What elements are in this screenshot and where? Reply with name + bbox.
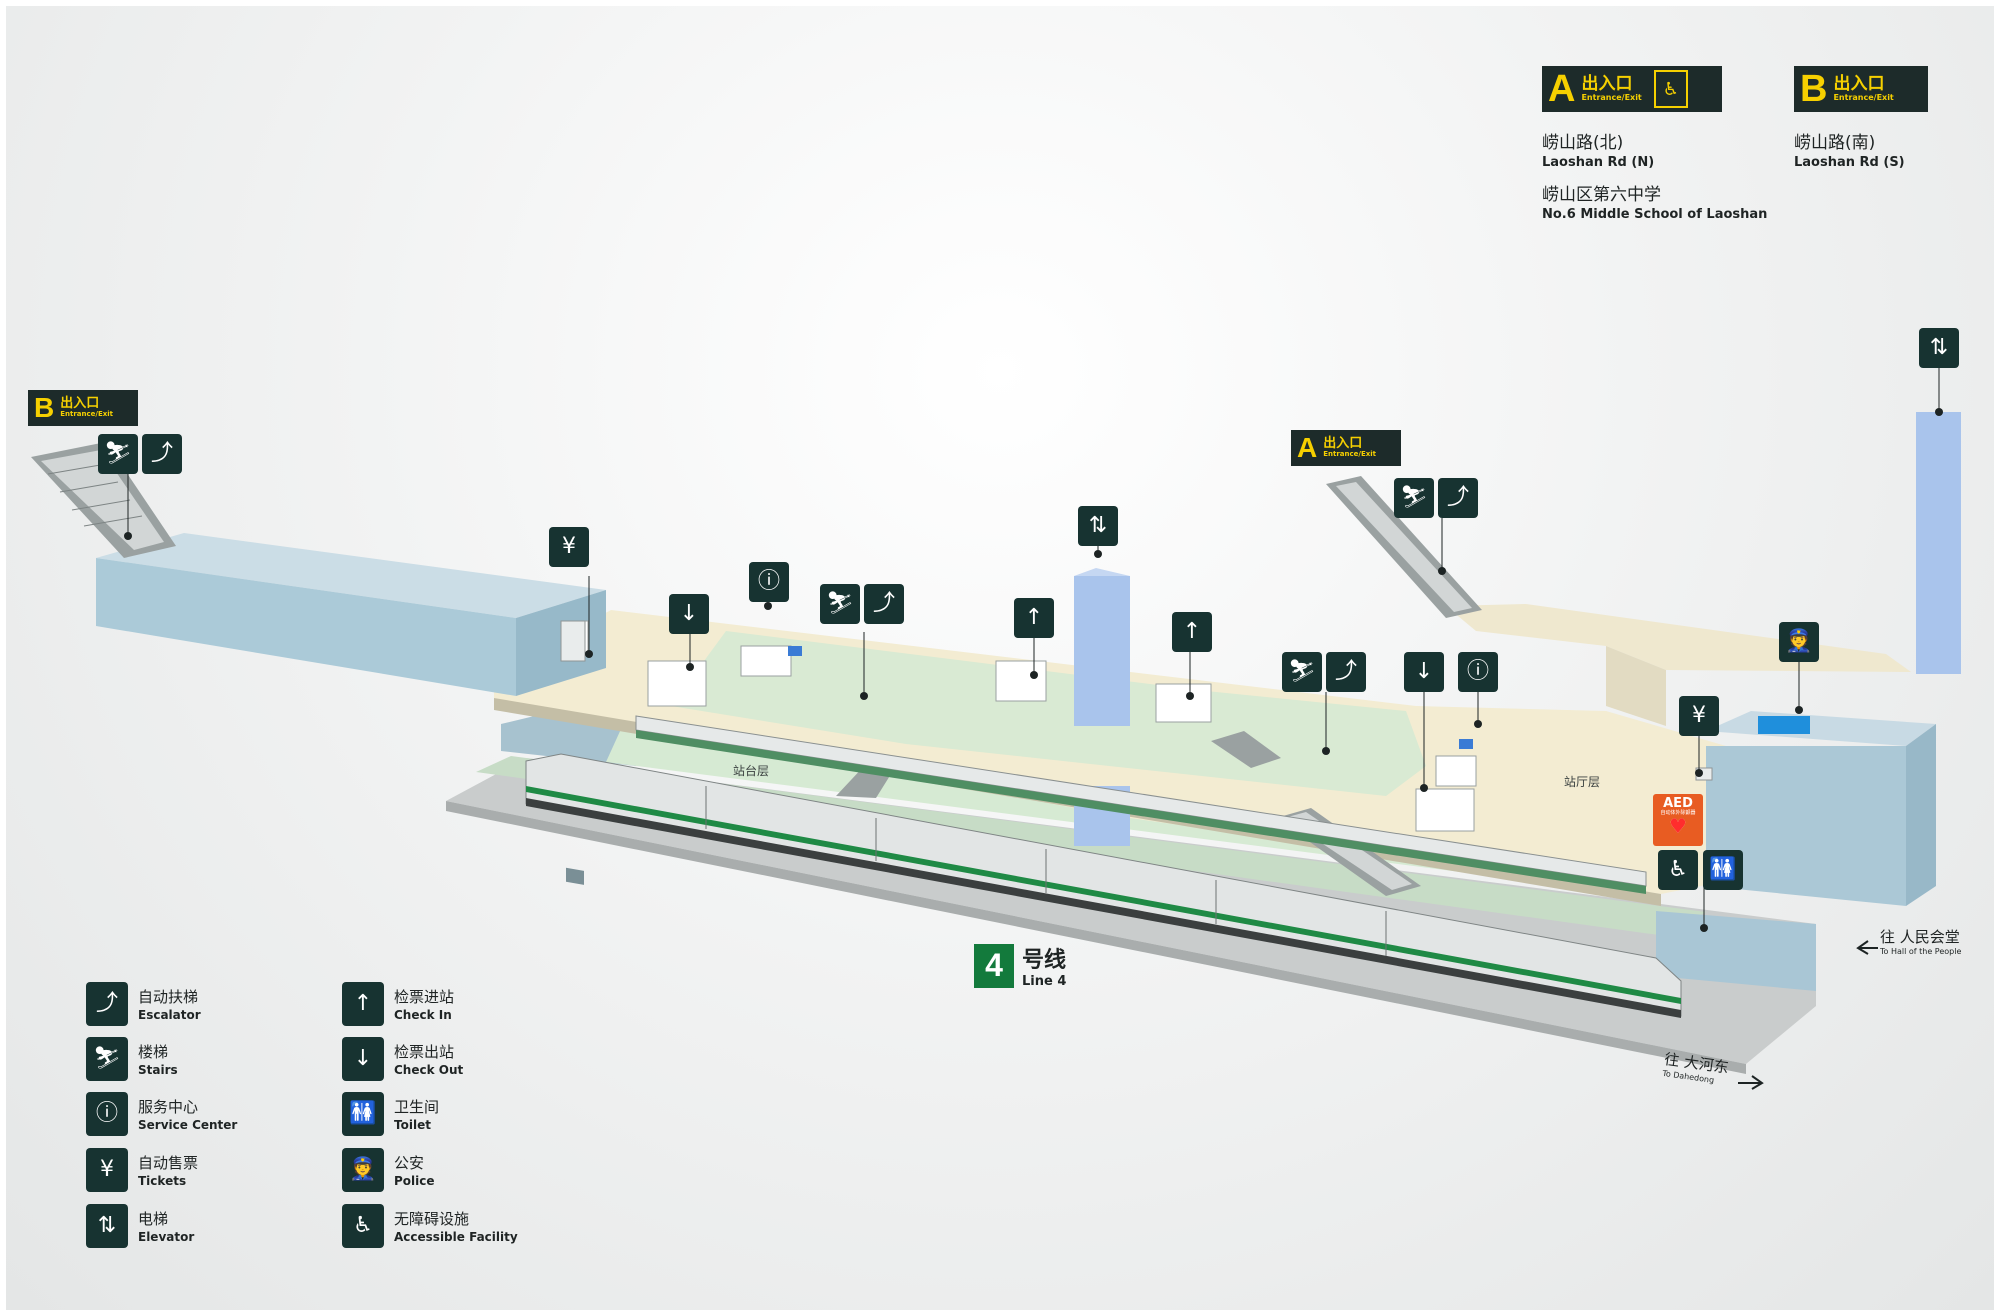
concourse-level-label: 站厅层 xyxy=(1564,775,1601,789)
line-4-badge: 4 号线 Line 4 xyxy=(974,942,1066,989)
stairs-icon: ⛷ xyxy=(98,434,138,474)
escalator-icon: ⤴ xyxy=(86,982,128,1026)
leader-lines xyxy=(127,368,1940,928)
gate-banks xyxy=(565,620,1477,832)
check-out-icon: ↓ xyxy=(342,1037,384,1081)
escalator-icon: ⤴ xyxy=(1326,652,1366,692)
escalator-icon: ⤴ xyxy=(1438,478,1478,518)
aed-sign: AED 自动体外除颤器 ♥ xyxy=(1653,794,1703,846)
train-car-joints xyxy=(705,786,1387,956)
exit-a-destination-2: 崂山区第六中学 No.6 Middle School of Laoshan xyxy=(1542,185,1768,222)
elevator-icon: ⇅ xyxy=(1919,328,1959,368)
police-icon: 👮 xyxy=(342,1148,384,1192)
exit-b-sign-top: B 出入口 Entrance/Exit xyxy=(1794,66,1928,112)
elevator-icon: ♿ xyxy=(1653,70,1688,108)
service-center-icon: ⓘ xyxy=(86,1092,128,1136)
check-out-icon: ↓ xyxy=(1404,652,1444,692)
block-right-top xyxy=(1706,711,1936,746)
tickets-icon: ¥ xyxy=(1679,696,1719,736)
platform-level-label: 站台层 xyxy=(733,764,770,778)
accessible-icon: ♿ xyxy=(342,1204,384,1248)
elevator-shaft-center xyxy=(1074,576,1130,726)
toilet-icon: 🚻 xyxy=(342,1092,384,1136)
police-icon: 👮 xyxy=(1779,622,1819,662)
exit-a-sign-top: A 出入口 Entrance/Exit ♿ xyxy=(1542,66,1722,112)
stairs-icon: ⛷ xyxy=(1394,478,1434,518)
accessible-icon: ♿ xyxy=(1658,850,1698,890)
elevator-icon: ⇅ xyxy=(1078,506,1118,546)
direction-arrows xyxy=(1738,940,1878,1090)
train-front xyxy=(525,753,1682,1018)
tickets-icon: ¥ xyxy=(549,527,589,567)
station-map: A 出入口 Entrance/Exit ♿ B 出入口 Entrance/Exi… xyxy=(6,6,1994,1310)
exit-b-sign-map: B 出入口 Entrance/Exit xyxy=(28,390,138,426)
service-center-icon: ⓘ xyxy=(1458,652,1498,692)
service-center-icon: ⓘ xyxy=(749,562,789,602)
stairs-icon: ⛷ xyxy=(820,584,860,624)
station-illustration xyxy=(31,368,1961,1090)
elevator-shaft-right xyxy=(1916,412,1961,674)
exit-b-destination-1: 崂山路(南) Laoshan Rd (S) xyxy=(1794,133,1905,170)
exit-a-destination-1: 崂山路(北) Laoshan Rd (N) xyxy=(1542,133,1655,170)
exit-a-sign-map: A 出入口 Entrance/Exit xyxy=(1291,430,1401,466)
check-in-icon: ↑ xyxy=(342,982,384,1026)
toilet-icon: 🚻 xyxy=(1703,850,1743,890)
check-in-icon: ↑ xyxy=(1172,612,1212,652)
stairs-icon: ⛷ xyxy=(86,1037,128,1081)
direction-west: 往 人民会堂 To Hall of the People xyxy=(1880,928,1962,956)
escalator-icon: ⤴ xyxy=(864,584,904,624)
corridor-a xyxy=(1446,604,1911,672)
elevator-icon: ⇅ xyxy=(86,1204,128,1248)
check-in-icon: ↑ xyxy=(1014,598,1054,638)
train-back xyxy=(635,715,1647,894)
block-b-front xyxy=(96,558,516,696)
escalator-icon: ⤴ xyxy=(142,434,182,474)
check-out-icon: ↓ xyxy=(669,594,709,634)
tickets-icon: ¥ xyxy=(86,1148,128,1192)
stairs-icon: ⛷ xyxy=(1282,652,1322,692)
blue-floor-patch xyxy=(1758,716,1810,734)
block-b-top xyxy=(96,533,606,618)
block-right-front xyxy=(1706,746,1906,906)
heart-icon: ♥ xyxy=(1669,814,1687,838)
